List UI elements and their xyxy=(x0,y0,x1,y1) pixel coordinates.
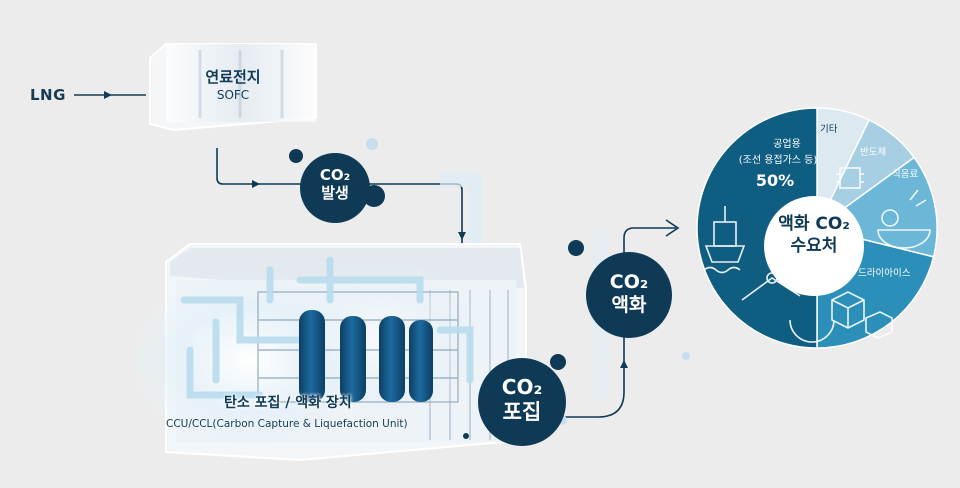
demand-center: 액화 CO₂ 수요처 xyxy=(764,196,864,296)
segment-industrial-detail: (조선 용접가스 등) xyxy=(738,155,818,166)
co2-capture-line1: CO₂ xyxy=(501,375,543,399)
flow-arrowhead xyxy=(620,360,628,368)
co2-liquefaction-line2: 액화 xyxy=(611,294,647,316)
chip-icon xyxy=(836,167,864,189)
fuel-cell-title: 연료전지 xyxy=(205,68,261,86)
co2-generation-line2: 발생 xyxy=(321,184,349,202)
flow-arrowhead xyxy=(458,232,466,240)
segment-industrial-value: 50% xyxy=(755,171,795,190)
fuel-cell-box xyxy=(149,43,317,132)
demand-center-line2: 수요처 xyxy=(790,236,838,256)
flow-arrowhead xyxy=(665,219,680,237)
co2-capture-line2: 포집 xyxy=(502,400,542,424)
lng-label: LNG xyxy=(30,86,66,104)
co2-liquefaction-bubble: CO₂ 액화 xyxy=(586,252,672,338)
food-icon xyxy=(877,189,931,249)
capture-columns xyxy=(299,310,433,402)
ship-icon xyxy=(703,206,746,274)
capture-unit-subtitle: CCU/CCL(Carbon Capture & Liquefaction Un… xyxy=(166,418,408,430)
co2-liquefaction-line1: CO₂ xyxy=(609,271,649,293)
fuel-cell-subtitle: SOFC xyxy=(216,88,250,102)
demand-center-line1: 액화 CO₂ xyxy=(778,214,850,234)
capture-unit-title: 탄소 포집 / 액화 장치 xyxy=(224,395,352,411)
co2-generation-line1: CO₂ xyxy=(319,166,351,184)
segment-industrial-label: 공업용 xyxy=(773,139,801,150)
segment-food-label: 식음료 xyxy=(892,169,919,180)
co2-capture-bubble: CO₂ 포집 xyxy=(478,358,566,446)
capture-unit-container xyxy=(130,243,527,462)
lng-arrow xyxy=(74,91,146,99)
co2-generation-bubble: CO₂ 발생 xyxy=(300,153,370,223)
box-icon xyxy=(831,291,893,339)
flow-arrowhead xyxy=(252,180,260,188)
segment-etc-label: 기타 xyxy=(820,124,838,135)
segment-dry-ice-label: 드라이아이스 xyxy=(858,268,911,279)
segment-semiconductor-label: 반도체 xyxy=(860,147,887,158)
